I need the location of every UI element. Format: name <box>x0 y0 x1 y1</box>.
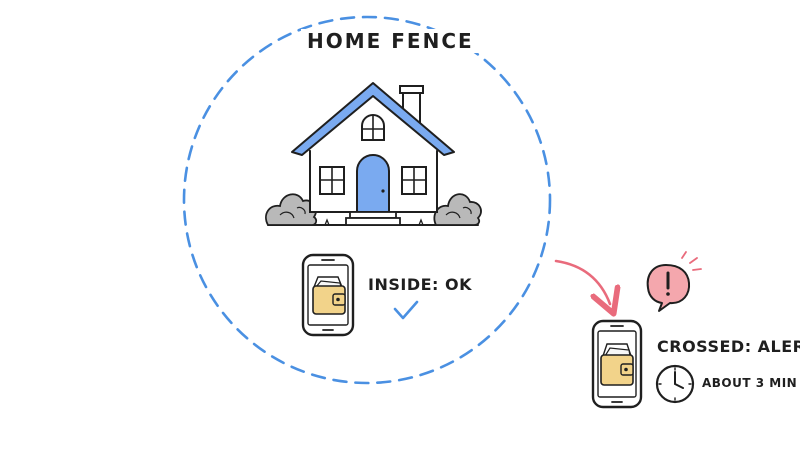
clock-icon <box>655 364 695 404</box>
inside-status-label: INSIDE: OK <box>368 275 472 294</box>
alert-bubble-icon <box>646 251 702 312</box>
wallet-outside-icon <box>600 343 634 386</box>
house-door <box>356 154 390 213</box>
phone-outside-icon <box>591 319 643 409</box>
fence-title: HOME FENCE <box>301 29 480 53</box>
phone-inside-icon <box>301 253 355 337</box>
house-icon <box>265 82 482 226</box>
checkmark-icon <box>393 300 419 320</box>
bush-right <box>433 193 482 226</box>
alert-time-label: ABOUT 3 MIN <box>702 376 798 390</box>
wallet-inside-icon <box>312 276 346 315</box>
geofence-circle <box>182 15 552 385</box>
crossed-status-label: CROSSED: ALERT <box>657 337 800 356</box>
crossing-arrow <box>554 259 610 304</box>
attic-window <box>361 114 385 141</box>
window-right <box>401 166 427 195</box>
house-roof <box>291 82 455 156</box>
window-left <box>319 166 345 195</box>
bush-left <box>265 193 318 226</box>
